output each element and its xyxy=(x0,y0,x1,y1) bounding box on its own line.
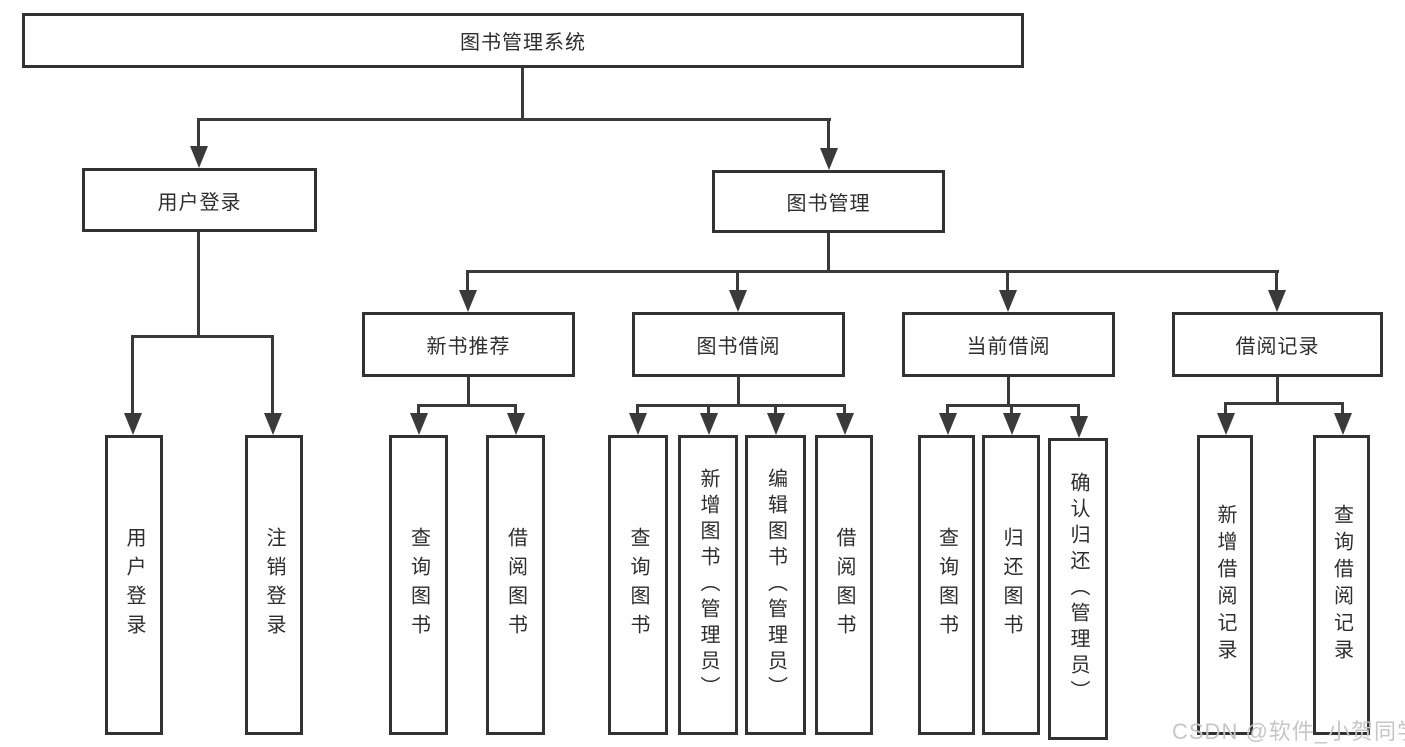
connector-current-borrow-drop-2 xyxy=(1010,404,1013,416)
node-book-borrow-label: 图书借阅 xyxy=(696,336,781,358)
connector-borrow-record-drop-2 xyxy=(1341,402,1344,416)
connector-root-drop-right xyxy=(827,118,830,150)
connector-book-borrow-drop-2 xyxy=(707,404,710,416)
arrowhead-to-leaf-query-book-1 xyxy=(410,413,428,435)
leaf-query-record: 查询借阅记录 xyxy=(1313,435,1370,735)
connector-book-mgmt-drop-4 xyxy=(1275,270,1278,292)
connector-user-login-drop-2 xyxy=(271,335,274,415)
arrowhead-to-leaf-query-book-2 xyxy=(629,413,647,435)
connector-borrow-record-drop-1 xyxy=(1224,402,1227,416)
arrowhead-to-leaf-add-record xyxy=(1217,413,1235,435)
connector-current-borrow-drop-1 xyxy=(946,404,949,416)
leaf-borrow-book-2: 借阅图书 xyxy=(815,435,873,735)
connector-book-borrow-stem xyxy=(737,377,740,406)
arrowhead-to-book-mgmt xyxy=(820,148,838,170)
arrowhead-to-leaf-add-book xyxy=(700,413,718,435)
node-new-book-rec: 新书推荐 xyxy=(362,312,575,377)
connector-book-mgmt-hbar xyxy=(466,270,1279,273)
connector-new-book-rec-stem xyxy=(467,377,470,406)
arrowhead-to-current-borrow xyxy=(999,290,1017,312)
arrowhead-to-leaf-user-login xyxy=(124,413,142,435)
arrowhead-to-leaf-logout xyxy=(264,413,282,435)
leaf-query-book-3: 查询图书 xyxy=(918,435,975,735)
arrowhead-to-new-book-rec xyxy=(459,290,477,312)
arrowhead-to-leaf-borrow-book-1 xyxy=(507,413,525,435)
connector-book-mgmt-drop-1 xyxy=(466,270,469,292)
leaf-return-book-label: 归还图书 xyxy=(1000,527,1022,643)
connector-new-book-rec-hbar xyxy=(417,404,517,407)
connector-user-login-drop-1 xyxy=(131,335,134,415)
leaf-query-record-label: 查询借阅记录 xyxy=(1330,504,1353,666)
leaf-user-login: 用户登录 xyxy=(105,435,163,735)
node-new-book-rec-label: 新书推荐 xyxy=(426,336,511,358)
connector-book-borrow-hbar xyxy=(636,404,846,407)
connector-borrow-record-stem xyxy=(1276,377,1279,404)
node-root-label: 图书管理系统 xyxy=(460,32,586,54)
leaf-query-book-3-label: 查询图书 xyxy=(935,527,958,643)
node-user-login: 用户登录 xyxy=(82,168,317,232)
leaf-query-book-2-label: 查询图书 xyxy=(627,527,649,643)
connector-book-borrow-drop-4 xyxy=(843,404,846,416)
node-current-borrow: 当前借阅 xyxy=(902,312,1115,377)
leaf-query-book-1-label: 查询图书 xyxy=(407,527,430,643)
connector-current-borrow-stem xyxy=(1007,377,1010,406)
connector-book-mgmt-stem xyxy=(827,233,830,273)
leaf-borrow-book-1-label: 借阅图书 xyxy=(504,527,527,643)
connector-book-borrow-drop-3 xyxy=(774,404,777,416)
connector-root-stem xyxy=(521,68,524,118)
connector-book-mgmt-drop-2 xyxy=(736,270,739,292)
leaf-query-book-1: 查询图书 xyxy=(389,435,448,735)
node-current-borrow-label: 当前借阅 xyxy=(966,336,1051,358)
node-user-login-label: 用户登录 xyxy=(157,191,242,214)
csdn-watermark: CSDN @软件_小贺同学 xyxy=(1172,719,1405,744)
node-book-borrow: 图书借阅 xyxy=(632,312,845,377)
arrowhead-to-leaf-query-book-3 xyxy=(939,413,957,435)
leaf-confirm-return-label: 确认归还（管理员） xyxy=(1067,472,1089,706)
leaf-edit-book-label: 编辑图书（管理员） xyxy=(764,468,787,702)
node-book-mgmt: 图书管理 xyxy=(712,170,945,233)
connector-new-book-rec-drop-1 xyxy=(417,404,420,416)
connector-user-login-hbar xyxy=(131,335,274,338)
leaf-add-record: 新增借阅记录 xyxy=(1197,435,1253,735)
leaf-add-book: 新增图书（管理员） xyxy=(678,435,738,735)
arrowhead-to-leaf-return-book xyxy=(1003,413,1021,435)
connector-new-book-rec-drop-2 xyxy=(514,404,517,416)
leaf-return-book: 归还图书 xyxy=(982,435,1040,735)
leaf-add-record-label: 新增借阅记录 xyxy=(1214,504,1236,666)
connector-book-borrow-drop-1 xyxy=(636,404,639,416)
arrowhead-to-borrow-record xyxy=(1268,290,1286,312)
leaf-user-login-label: 用户登录 xyxy=(123,527,145,643)
connector-user-login-stem xyxy=(197,232,200,338)
connector-book-mgmt-drop-3 xyxy=(1006,270,1009,292)
arrowhead-to-book-borrow xyxy=(729,290,747,312)
leaf-confirm-return: 确认归还（管理员） xyxy=(1048,438,1108,740)
leaf-borrow-book-2-label: 借阅图书 xyxy=(833,527,855,643)
arrowhead-to-leaf-confirm-return xyxy=(1070,416,1088,438)
arrowhead-to-leaf-query-record xyxy=(1334,413,1352,435)
node-borrow-record-label: 借阅记录 xyxy=(1235,336,1320,358)
leaf-query-book-2: 查询图书 xyxy=(608,435,668,735)
arrowhead-to-leaf-borrow-book-2 xyxy=(836,413,854,435)
connector-root-hbar xyxy=(198,118,831,121)
connector-current-borrow-drop-3 xyxy=(1077,404,1080,418)
leaf-add-book-label: 新增图书（管理员） xyxy=(697,468,719,702)
connector-current-borrow-hbar xyxy=(946,404,1080,407)
leaf-logout-label: 注销登录 xyxy=(263,527,285,643)
node-borrow-record: 借阅记录 xyxy=(1172,312,1383,377)
node-root: 图书管理系统 xyxy=(22,13,1024,68)
leaf-borrow-book-1: 借阅图书 xyxy=(486,435,545,735)
node-book-mgmt-label: 图书管理 xyxy=(786,193,871,215)
leaf-logout: 注销登录 xyxy=(245,435,303,735)
connector-borrow-record-hbar xyxy=(1224,402,1344,405)
leaf-edit-book: 编辑图书（管理员） xyxy=(745,435,806,735)
arrowhead-to-leaf-edit-book xyxy=(767,413,785,435)
connector-root-drop-left xyxy=(197,118,200,150)
arrowhead-to-user-login xyxy=(190,146,208,168)
